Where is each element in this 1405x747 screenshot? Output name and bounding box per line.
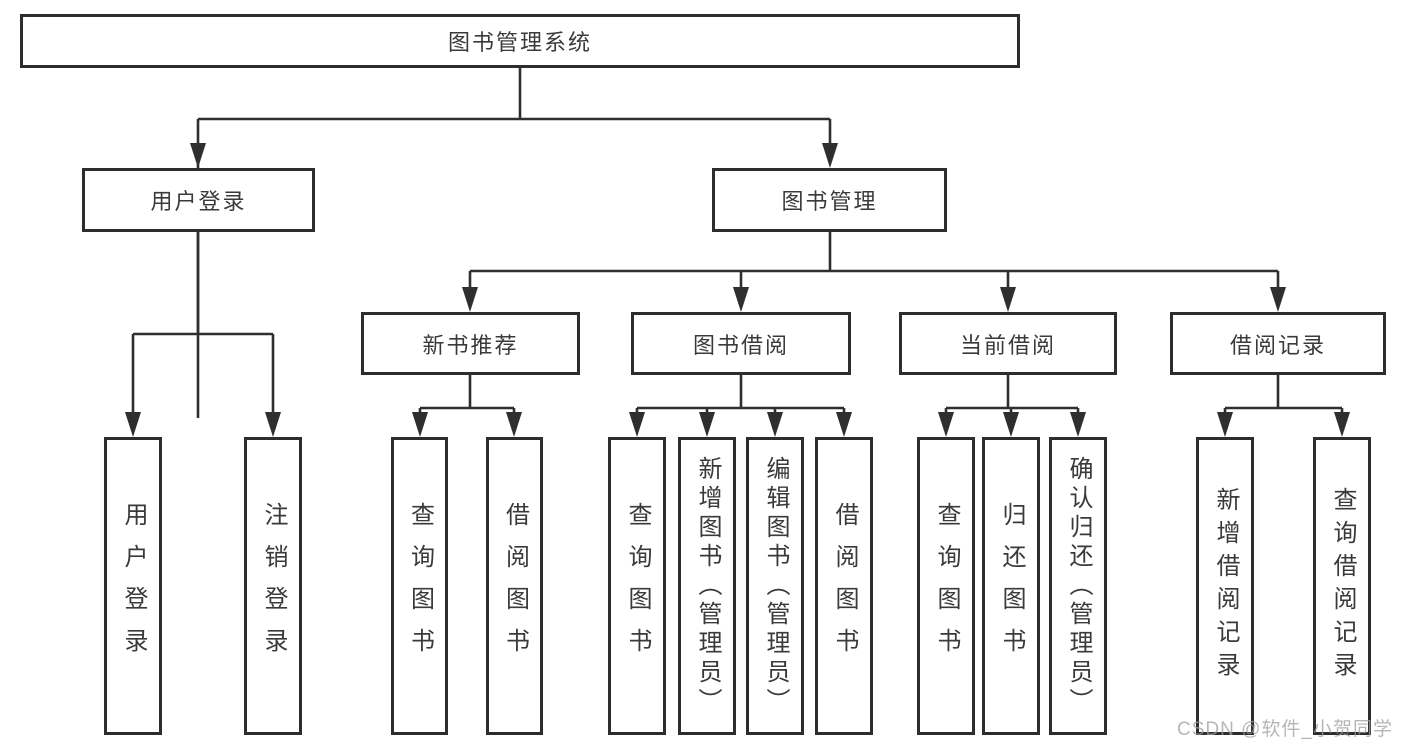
- leaf-current-confirm-return-admin: 确认归还（管理员）: [1049, 437, 1107, 735]
- leaf-newbook-query-books: 查询图书: [391, 437, 448, 735]
- leaf-label: 确认归还（管理员）: [1065, 455, 1092, 717]
- arrowhead-icon: [629, 412, 645, 437]
- arrowhead-icon: [190, 143, 206, 168]
- leaf-label: 查询图书: [406, 502, 434, 670]
- arrowhead-icon: [1070, 412, 1086, 437]
- leaf-current-query-books: 查询图书: [917, 437, 975, 735]
- node-label: 当前借阅: [959, 332, 1056, 358]
- node-root-system: 图书管理系统: [20, 14, 1020, 68]
- leaf-label: 编辑图书（管理员）: [762, 455, 789, 717]
- connector-root-to-level2: [196, 68, 832, 418]
- node-user-login-branch: 用户登录: [82, 168, 315, 232]
- arrowhead-icon: [1334, 412, 1350, 437]
- arrowhead-icon: [767, 412, 783, 437]
- arrowhead-icon: [1000, 287, 1016, 312]
- connector-currentborrow-to-leaves: [944, 375, 1080, 418]
- leaf-record-add-borrow-record: 新增借阅记录: [1196, 437, 1254, 735]
- node-borrow-record: 借阅记录: [1170, 312, 1386, 375]
- arrowhead-icon: [836, 412, 852, 437]
- node-label: 图书管理: [781, 189, 878, 214]
- node-label: 借阅记录: [1229, 332, 1326, 358]
- leaf-logout: 注销登录: [244, 437, 302, 735]
- arrowhead-icon: [506, 412, 522, 437]
- arrowhead-icon: [265, 412, 281, 437]
- leaf-label: 查询图书: [933, 502, 960, 670]
- leaf-current-return-books: 归还图书: [982, 437, 1040, 735]
- leaf-borrow-edit-books-admin: 编辑图书（管理员）: [746, 437, 804, 735]
- leaf-label: 新增图书（管理员）: [694, 455, 721, 717]
- leaf-label: 借阅图书: [501, 502, 529, 670]
- connector-borrowrecord-to-leaves: [1223, 375, 1344, 418]
- node-new-book-recommend: 新书推荐: [361, 312, 580, 375]
- arrowhead-icon: [125, 412, 141, 437]
- node-current-borrow: 当前借阅: [899, 312, 1117, 375]
- leaf-newbook-borrow-books: 借阅图书: [486, 437, 543, 735]
- arrowhead-icon: [1217, 412, 1233, 437]
- leaf-borrow-add-books-admin: 新增图书（管理员）: [678, 437, 736, 735]
- arrowhead-icon: [1003, 412, 1019, 437]
- leaf-label: 注销登录: [260, 502, 287, 670]
- leaf-label: 查询图书: [624, 502, 651, 670]
- arrowheads: [125, 143, 1350, 437]
- arrowhead-icon: [412, 412, 428, 437]
- arrowhead-icon: [699, 412, 715, 437]
- csdn-watermark: CSDN @软件_小贺同学: [1177, 719, 1393, 740]
- leaf-label: 查询借阅记录: [1329, 487, 1356, 685]
- leaf-label: 归还图书: [998, 502, 1025, 670]
- connector-userlogin-to-leaves: [131, 232, 275, 418]
- arrowhead-icon: [822, 143, 838, 168]
- node-label: 新书推荐: [422, 332, 519, 358]
- node-book-management-branch: 图书管理: [712, 168, 947, 232]
- leaf-borrow-borrow-books: 借阅图书: [815, 437, 873, 735]
- node-label: 图书管理系统: [447, 30, 592, 55]
- node-label: 图书借阅: [692, 332, 789, 358]
- connector-bookmgmt-to-level3: [468, 232, 1280, 293]
- leaf-user-login: 用户登录: [104, 437, 162, 735]
- connector-newbook-to-leaves: [418, 375, 516, 418]
- arrowhead-icon: [1270, 287, 1286, 312]
- arrowhead-icon: [938, 412, 954, 437]
- arrowhead-icon: [462, 287, 478, 312]
- leaf-record-query-borrow-record: 查询借阅记录: [1313, 437, 1371, 735]
- leaf-label: 借阅图书: [831, 502, 858, 670]
- node-label: 用户登录: [150, 189, 247, 214]
- leaf-label: 新增借阅记录: [1212, 487, 1239, 685]
- leaf-label: 用户登录: [120, 502, 147, 670]
- arrowhead-icon: [733, 287, 749, 312]
- node-book-borrow: 图书借阅: [631, 312, 851, 375]
- leaf-borrow-query-books: 查询图书: [608, 437, 666, 735]
- connector-bookborrow-to-leaves: [635, 375, 846, 418]
